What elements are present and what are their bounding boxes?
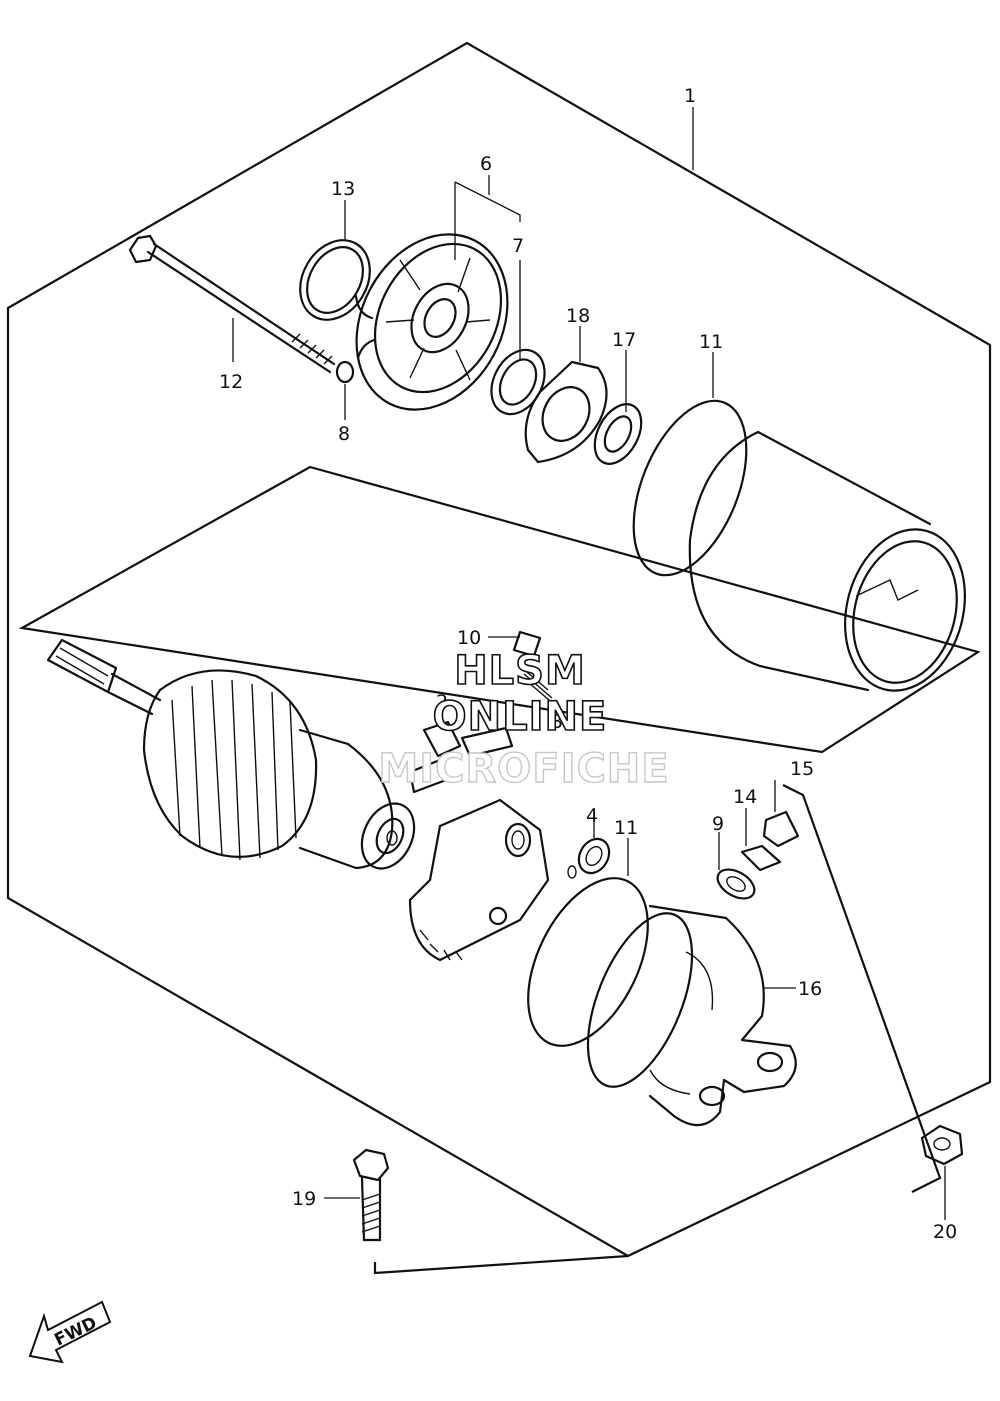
leader-lines bbox=[232, 107, 946, 1220]
callout-4: 4 bbox=[586, 805, 598, 827]
front-housing bbox=[354, 233, 509, 411]
terminal-parts bbox=[716, 810, 800, 900]
terminal-frame bbox=[782, 784, 942, 1193]
callout-12: 12 bbox=[219, 371, 243, 393]
watermark-line-3: MICROFICHE bbox=[378, 746, 669, 792]
brush-4 bbox=[567, 837, 611, 879]
callout-19: 19 bbox=[292, 1188, 316, 1210]
washer-8 bbox=[335, 360, 355, 384]
armature bbox=[46, 638, 416, 870]
rear-cover bbox=[586, 904, 797, 1127]
callout-1: 1 bbox=[684, 85, 696, 107]
callout-3: 3 bbox=[551, 711, 563, 733]
fwd-arrow-icon: FWD bbox=[28, 1300, 112, 1364]
callout-7: 7 bbox=[512, 235, 524, 257]
o-ring-11-lower bbox=[527, 877, 649, 1047]
o-ring-11-upper bbox=[632, 399, 748, 577]
bolt-19-frame bbox=[373, 1254, 629, 1275]
callout-16: 16 bbox=[798, 978, 822, 1000]
watermark-line-2: ONLINE bbox=[433, 694, 608, 740]
callout-9: 9 bbox=[712, 813, 724, 835]
callout-17: 17 bbox=[612, 329, 636, 351]
bolt-19 bbox=[352, 1148, 390, 1242]
callout-13: 13 bbox=[331, 178, 355, 200]
callout-14: 14 bbox=[733, 786, 757, 808]
yoke-housing bbox=[688, 430, 967, 692]
watermark-line-1: HLSM bbox=[454, 648, 586, 694]
watermark: HLSM ONLINE MICROFICHE bbox=[378, 647, 670, 793]
callout-11-upper: 11 bbox=[699, 331, 723, 353]
lock-plate-18 bbox=[524, 360, 608, 464]
callout-18: 18 bbox=[566, 305, 590, 327]
o-ring-13 bbox=[299, 239, 371, 321]
callout-8: 8 bbox=[338, 423, 350, 445]
callout-6: 6 bbox=[480, 153, 492, 175]
brush-parts bbox=[408, 630, 557, 794]
washer-17 bbox=[593, 403, 643, 465]
callout-10: 10 bbox=[457, 627, 481, 649]
nut-20 bbox=[920, 1124, 964, 1166]
callout-11-lower: 11 bbox=[614, 817, 638, 839]
brush-holder bbox=[408, 798, 550, 962]
callout-2: 2 bbox=[436, 691, 448, 713]
through-bolt bbox=[128, 234, 336, 374]
callout-15: 15 bbox=[790, 758, 814, 780]
assembly-frame-outer bbox=[6, 41, 992, 1258]
assembly-frame-inner bbox=[18, 465, 981, 754]
callout-20: 20 bbox=[933, 1221, 957, 1243]
